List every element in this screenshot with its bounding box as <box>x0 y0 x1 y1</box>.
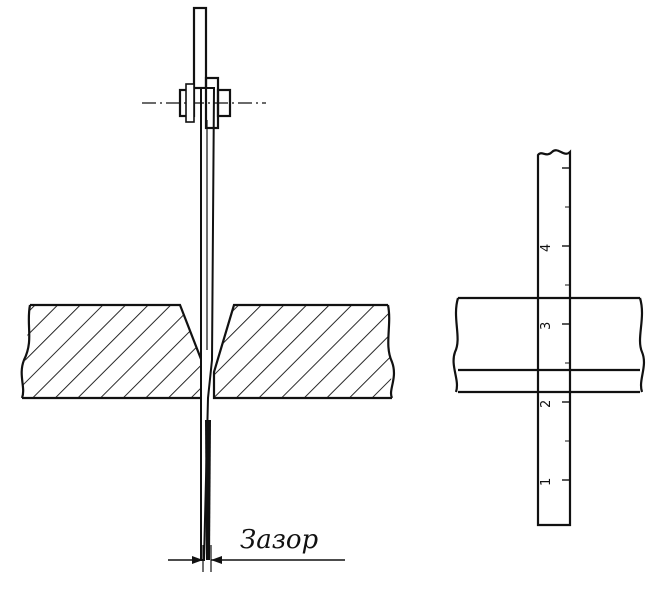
ruler-ticks <box>562 167 570 481</box>
measuring-ruler: 1 2 3 4 <box>536 149 572 527</box>
right-plate <box>212 303 396 400</box>
scale-label-1: 1 <box>539 478 554 486</box>
measured-plate <box>452 296 646 394</box>
left-view: Зазор <box>20 6 396 572</box>
scale-label-2: 2 <box>539 400 554 408</box>
gap-label: Зазор <box>240 525 319 555</box>
gap-dimension: Зазор <box>168 525 345 572</box>
scale-label-3: 3 <box>539 322 554 330</box>
bolt-assembly <box>142 76 266 130</box>
right-view: 1 2 3 4 <box>452 149 646 527</box>
feeler-gauge-blade <box>192 6 216 561</box>
left-plate <box>20 303 208 400</box>
scale-label-4: 4 <box>539 244 554 252</box>
